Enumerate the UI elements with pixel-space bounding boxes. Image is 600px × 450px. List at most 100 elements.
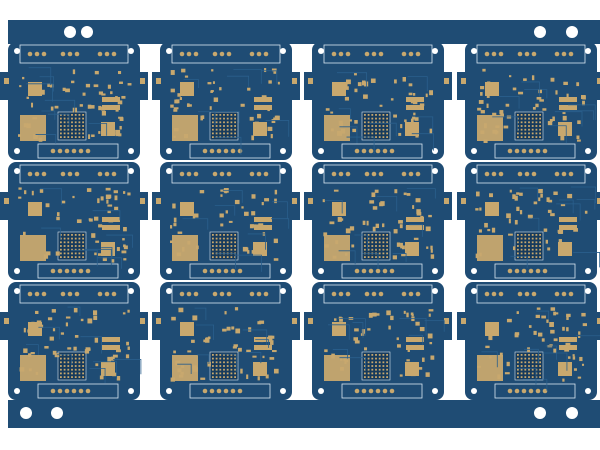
copper-trace (97, 257, 122, 269)
smd-pad (175, 360, 181, 366)
smd-pad (33, 210, 38, 214)
bga-ball (82, 117, 84, 120)
smd-pad (324, 244, 329, 248)
smd-pad (183, 133, 189, 139)
mounting-hole (128, 168, 134, 174)
smd-pad (553, 191, 558, 195)
header-outline (494, 143, 576, 159)
tooling-hole (534, 407, 546, 419)
bga-ball (226, 132, 229, 135)
bga-ball (212, 117, 214, 120)
bga-ball (234, 114, 236, 116)
bga-ball (82, 132, 84, 135)
smd-pad (533, 330, 537, 335)
smd-pad (211, 69, 214, 72)
mounting-hole (166, 268, 172, 274)
bga-ball (386, 117, 388, 120)
smd-pad (475, 253, 479, 259)
smd-pad (333, 210, 337, 213)
header-pad (78, 148, 84, 154)
bga-ball (71, 132, 73, 135)
smd-pad (95, 363, 99, 367)
board-substrate (465, 282, 597, 400)
header-pad (568, 51, 574, 57)
header-pad (371, 51, 377, 57)
bga-ball (234, 237, 236, 240)
copper-trace (197, 354, 210, 365)
smd-pad (119, 81, 123, 84)
smd-pad (39, 324, 44, 328)
header-pad (528, 268, 534, 274)
bga-ball (74, 245, 77, 247)
header-pad (179, 51, 185, 57)
smd-pad (244, 211, 249, 216)
smd-pad (98, 105, 102, 111)
bga-ball (234, 357, 236, 360)
header-pad (263, 51, 269, 57)
bga-ball (528, 132, 530, 135)
header-pad (375, 388, 381, 394)
bga-ball (382, 121, 385, 124)
bga-ball (378, 234, 381, 236)
bga-ball (215, 121, 218, 124)
copper-trace (338, 108, 351, 119)
smd-pad (406, 193, 411, 196)
mounting-hole (166, 388, 172, 394)
smd-pad (170, 377, 175, 382)
smd-pad (263, 96, 267, 102)
copper-trace (226, 75, 250, 87)
smd-pad (270, 133, 273, 139)
bga-ball (63, 256, 66, 258)
mounting-hole (14, 148, 20, 154)
smd-pad (94, 337, 99, 343)
smd-pad (112, 372, 117, 377)
bga-ball (63, 368, 66, 371)
copper-trace (47, 113, 70, 128)
bga-ball (71, 248, 73, 251)
smd-pad (337, 85, 342, 90)
bga-ball (215, 132, 218, 135)
mounting-hole (318, 288, 324, 294)
bga-ball (212, 248, 214, 251)
bga-ball (364, 128, 366, 131)
smd-pad (414, 116, 419, 121)
smd-pad (413, 237, 419, 240)
bga-ball (535, 361, 538, 364)
bga-ball (535, 117, 538, 120)
copper-trace (362, 253, 379, 269)
qfn-chip-pad (324, 235, 350, 261)
bga-ball (234, 128, 236, 131)
bga-ball (371, 234, 374, 236)
smd-pad (394, 189, 398, 194)
bga-ball (82, 234, 84, 236)
smd-pad (331, 353, 335, 359)
smd-pad (171, 316, 176, 321)
smd-pad (93, 84, 99, 88)
bga-ball (378, 241, 381, 244)
smd-pad (173, 135, 176, 138)
bga-ball (524, 125, 527, 127)
smd-pad (406, 312, 409, 318)
tooling-hole (64, 26, 76, 38)
smd-pad (485, 345, 490, 349)
smd-pad (406, 225, 424, 230)
smd-pad (410, 372, 416, 377)
mounting-hole (280, 388, 286, 394)
smd-pad (415, 135, 419, 138)
smd-pad (273, 71, 277, 74)
bga-ball (67, 128, 70, 131)
smd-pad (107, 210, 111, 214)
header-pad (554, 51, 560, 57)
bga-ball (60, 128, 62, 131)
bga-ball (71, 376, 73, 378)
smd-pad (254, 217, 272, 222)
header-pad (401, 171, 407, 177)
bga-ball (528, 372, 530, 375)
tab-pad (597, 318, 600, 324)
header-pad (186, 51, 192, 57)
smd-pad (560, 135, 565, 141)
header-pad (97, 171, 103, 177)
bga-ball (531, 368, 534, 371)
tooling-hole (534, 26, 546, 38)
bga-ball (531, 132, 534, 135)
